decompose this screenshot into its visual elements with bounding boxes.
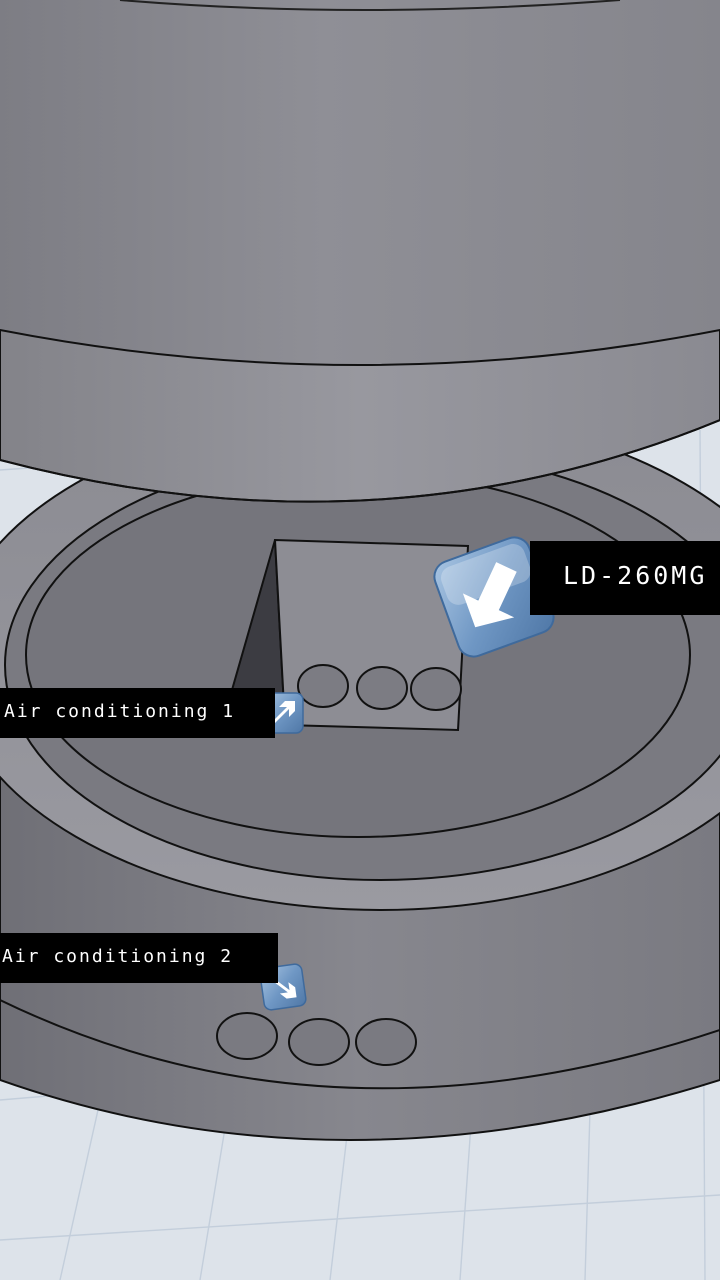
- air-conditioning-2-label[interactable]: Air conditioning 2: [0, 933, 278, 983]
- inner-block: [230, 538, 470, 732]
- base-groove: [0, 999, 720, 1090]
- upper-cylinder: [0, 0, 720, 503]
- arrow-down-left-icon[interactable]: [430, 533, 558, 661]
- model-tag-label[interactable]: LD-260MG: [530, 541, 720, 615]
- base-vent-holes: [216, 1012, 417, 1066]
- air-conditioning-1-label[interactable]: Air conditioning 1: [0, 688, 275, 738]
